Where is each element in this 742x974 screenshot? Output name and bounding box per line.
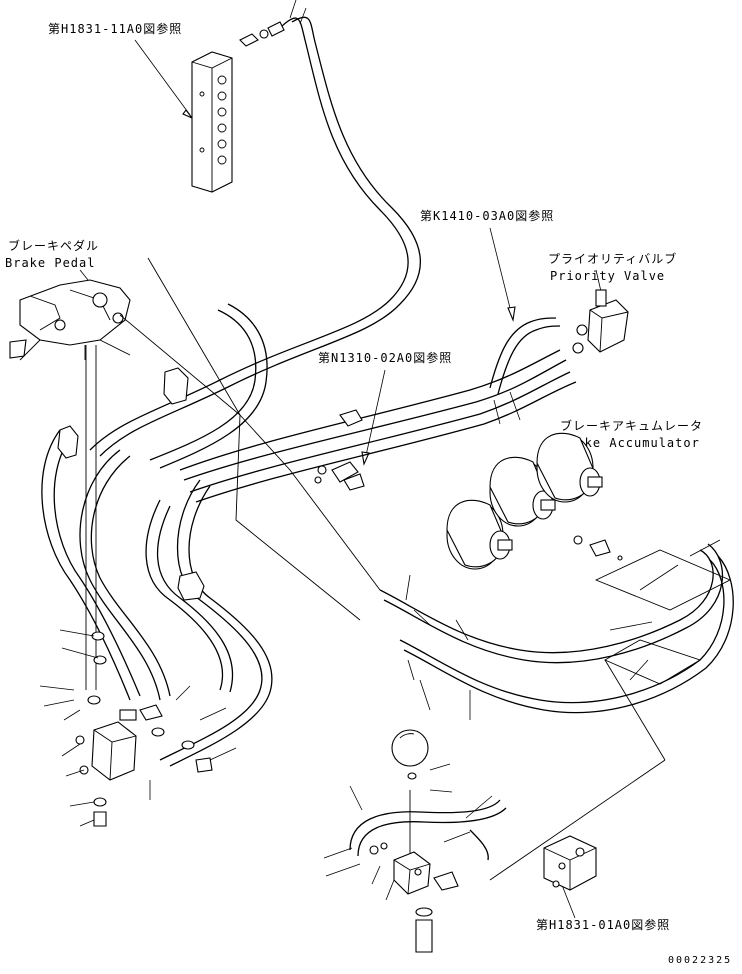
brake-accumulator-1 (446, 499, 513, 570)
ref-mid-connector: 第N1310-02A0図参照 (318, 350, 452, 365)
leader-accumulator-bottom (604, 659, 666, 761)
arrowhead-top-valve (182, 109, 194, 120)
hose-clamps (57, 367, 363, 601)
label-brake-accumulator-jp: ブレーキアキュムレータ (560, 418, 703, 433)
part-leaders (39, 391, 721, 827)
leader-top-valve (134, 39, 191, 116)
bottom-block-small (369, 842, 459, 953)
top-valve-block (191, 51, 233, 193)
ref-top-valve: 第H1831-11A0図参照 (48, 21, 182, 36)
callout-frames (119, 257, 381, 621)
arrowhead-priority-hose (507, 306, 516, 323)
lower-left-fittings (87, 631, 213, 827)
mid-connector (314, 461, 365, 491)
priority-valve (572, 289, 629, 354)
leader-priority-hose (489, 227, 513, 317)
label-brake-pedal-en: Brake Pedal (5, 256, 95, 270)
top-fitting (239, 21, 285, 47)
label-priority-valve-jp: プライオリティバルブ (548, 251, 677, 266)
label-priority-valve-en: Priority Valve (550, 269, 665, 283)
leader-bottom-link (489, 759, 666, 881)
fitting-callout-box-2 (603, 639, 702, 685)
ref-bottom-block: 第H1831-01A0図参照 (536, 917, 670, 932)
ref-priority-hose: 第K1410-03A0図参照 (420, 208, 554, 223)
fitting-callout-box (594, 549, 732, 611)
bottom-block-right (543, 835, 597, 891)
brake-pedal-assembly (9, 279, 131, 690)
brake-accumulator-3 (536, 432, 603, 503)
hose-network (41, 0, 734, 861)
ball-accumulator (391, 729, 429, 860)
drawing-number: 00022325 (668, 955, 732, 966)
lower-left-valve (75, 704, 163, 781)
label-brake-pedal-jp: ブレーキペダル (8, 238, 99, 253)
bottom-leaders (323, 763, 493, 901)
accumulator-fittings (573, 535, 623, 561)
label-brake-accumulator-en: Brake Accumulator (560, 436, 700, 450)
